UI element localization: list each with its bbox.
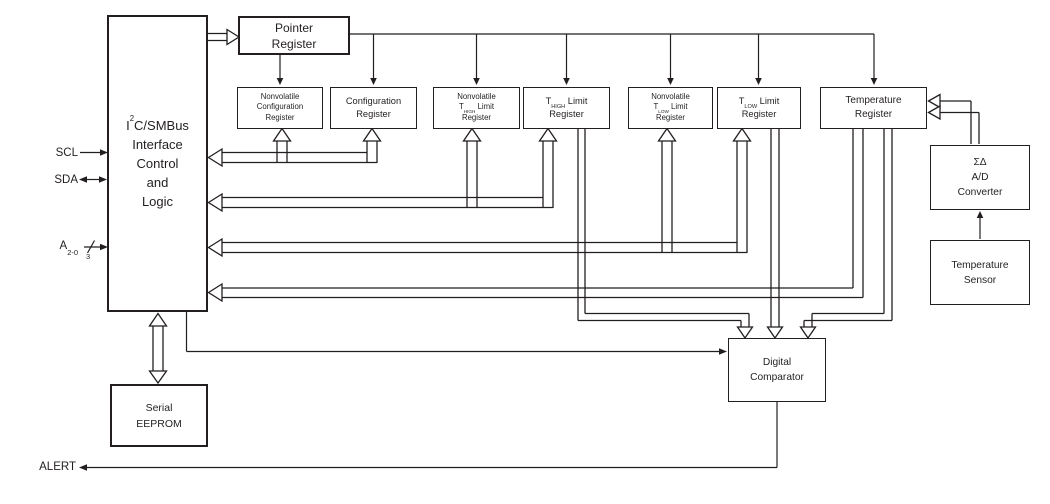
connector-interface-eeprom <box>148 312 168 385</box>
block-label-line: THIGH Limit <box>545 95 588 111</box>
block-label-line: Nonvolatile <box>651 91 690 101</box>
block-label-line: A/D <box>971 172 989 183</box>
block-label-line: Control <box>136 156 179 171</box>
connector-interface-to-comparator <box>185 311 727 355</box>
block-label-line: Register <box>655 112 686 122</box>
connector-bus-tlow-registers <box>207 127 752 258</box>
connector-comparator-to-alert <box>79 402 778 471</box>
block-thigh-limit-register: THIGH Limit Register <box>523 86 610 129</box>
connector-sensor-to-adc <box>976 211 984 239</box>
block-label-line: Logic <box>141 194 174 209</box>
connector-address-arrow <box>84 240 108 254</box>
block-label-line: Register <box>265 112 295 122</box>
block-label-line: TLOW Limit <box>738 95 780 111</box>
connector-temperature-to-comparator <box>799 128 893 340</box>
block-label-line: and <box>146 175 169 190</box>
connector-tlow-to-comparator <box>766 128 784 340</box>
block-label-line: Interface <box>132 137 183 152</box>
block-label-line: Nonvolatile <box>260 91 300 101</box>
block-label-line: Register <box>356 108 391 119</box>
block-label-line: TLOW Limit <box>653 102 688 115</box>
block-label-line: Register <box>854 108 893 120</box>
block-label-line: Comparator <box>750 372 804 383</box>
connector-scl-arrow <box>80 149 108 156</box>
block-label-line: Sensor <box>963 274 997 286</box>
connector-adc-to-temperature-register <box>927 93 980 144</box>
connector-bus-temperature-register <box>207 128 864 303</box>
block-label-line: Temperature <box>951 259 1009 271</box>
connector-sda-arrow <box>79 176 107 183</box>
block-label-line: THIGH Limit <box>458 102 495 115</box>
block-temperature-sensor: Temperature Sensor <box>930 240 1030 305</box>
pin-label-address: A2-0 <box>59 240 78 257</box>
block-label-line: Converter <box>957 187 1003 198</box>
block-configuration-register: Configuration Register <box>330 86 417 129</box>
block-label-line: EEPROM <box>136 417 182 430</box>
pin-label-sda: SDA <box>54 174 78 186</box>
connector-thigh-to-comparator <box>577 128 754 340</box>
block-label-line: Digital <box>762 357 792 368</box>
block-i2c-smbus-interface: I2C/SMBus Interface Control and Logic <box>107 15 208 312</box>
block-digital-comparator: Digital Comparator <box>728 338 826 402</box>
block-tlow-limit-register: TLOW Limit Register <box>717 86 801 129</box>
block-sigma-delta-adc: ΣΔ A/D Converter <box>930 145 1030 210</box>
block-label-line: Register <box>549 108 584 119</box>
connector-bus-thigh-registers <box>207 127 558 213</box>
address-bus-width-label: 3 <box>86 252 91 261</box>
block-pointer-register: Pointer Register <box>238 16 350 55</box>
block-label-line: Serial <box>145 401 173 414</box>
block-nonvolatile-configuration-register: Nonvolatile Configuration Register <box>237 86 323 129</box>
block-label-line: Temperature <box>845 94 902 106</box>
block-label-line: I2C/SMBus <box>126 114 189 133</box>
block-serial-eeprom: Serial EEPROM <box>110 384 208 447</box>
block-nonvolatile-tlow-limit-register: Nonvolatile TLOW Limit Register <box>628 86 713 129</box>
block-label-line: Register <box>271 36 317 51</box>
block-label-line: Register <box>461 112 492 122</box>
block-nonvolatile-thigh-limit-register: Nonvolatile THIGH Limit Register <box>433 86 520 129</box>
block-label-line: Pointer <box>274 20 314 35</box>
connector-interface-to-pointer <box>207 28 241 46</box>
block-temperature-register: Temperature Register <box>820 86 927 129</box>
block-label-line: ΣΔ <box>973 157 987 168</box>
block-label-line: Nonvolatile <box>457 91 496 101</box>
connector-bus-config-registers <box>207 127 382 168</box>
pin-label-alert: ALERT <box>39 461 76 473</box>
connector-pointer-select-lines <box>276 33 878 85</box>
block-label-line: Register <box>741 108 777 119</box>
block-label-line: Configuration <box>345 96 402 106</box>
block-label-line: Configuration <box>256 102 304 112</box>
pin-label-scl: SCL <box>55 147 78 159</box>
